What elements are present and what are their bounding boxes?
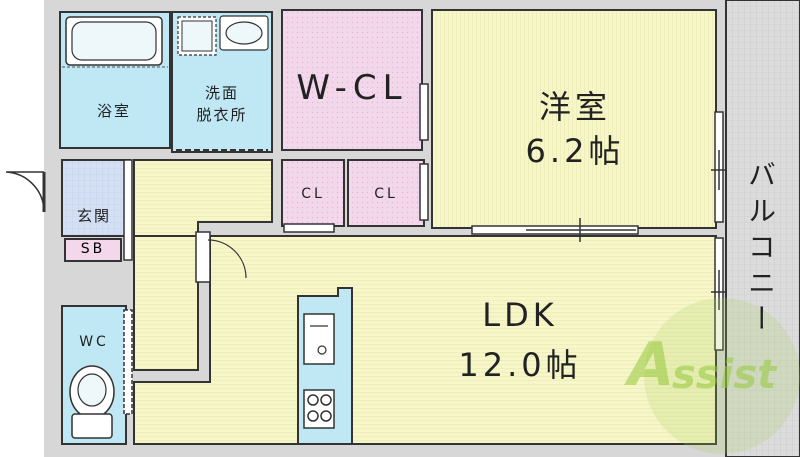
watermark-letter: A <box>628 330 675 400</box>
closet-2-door[interactable] <box>419 163 429 221</box>
western-room-name: 洋室 <box>538 88 611 126</box>
wcl-area <box>281 9 423 151</box>
washroom-label-line1: 洗面 <box>204 84 239 102</box>
shoe-box-label: SB <box>64 238 122 262</box>
entrance-label: 玄関 <box>76 207 111 225</box>
wcl-label: W-CL <box>296 68 408 108</box>
closet-2-label: CL <box>374 186 398 202</box>
western-room-size: 6.2帖 <box>525 132 625 170</box>
watermark-text: ssist <box>672 352 777 398</box>
washing-machine-icon <box>177 16 217 56</box>
sliding-partition[interactable] <box>471 218 639 242</box>
balcony-area <box>725 0 800 457</box>
balcony-label: バルコニー <box>744 160 777 340</box>
wcl-door[interactable] <box>419 83 429 141</box>
closet-1-area <box>281 159 345 227</box>
toilet-icon <box>69 365 115 439</box>
bathtub-icon <box>65 16 163 66</box>
ldk-size: 12.0帖 <box>458 346 582 384</box>
hallway-area <box>133 159 273 371</box>
ldk-door[interactable] <box>195 231 247 283</box>
washroom-label-line2: 脱衣所 <box>196 106 248 124</box>
entrance-step <box>123 159 133 261</box>
toilet-door[interactable] <box>123 309 133 415</box>
closet-2-area <box>347 159 425 227</box>
ldk-name: LDK <box>482 296 558 334</box>
washbasin-icon <box>219 15 269 51</box>
watermark-circle <box>644 298 800 454</box>
bath-label: 浴室 <box>96 102 131 120</box>
toilet-label: WC <box>79 334 109 350</box>
closet-1-label: CL <box>301 186 325 202</box>
closet-1-door[interactable] <box>283 223 335 233</box>
entrance-door[interactable] <box>5 171 46 212</box>
kitchen-counter <box>297 287 353 445</box>
